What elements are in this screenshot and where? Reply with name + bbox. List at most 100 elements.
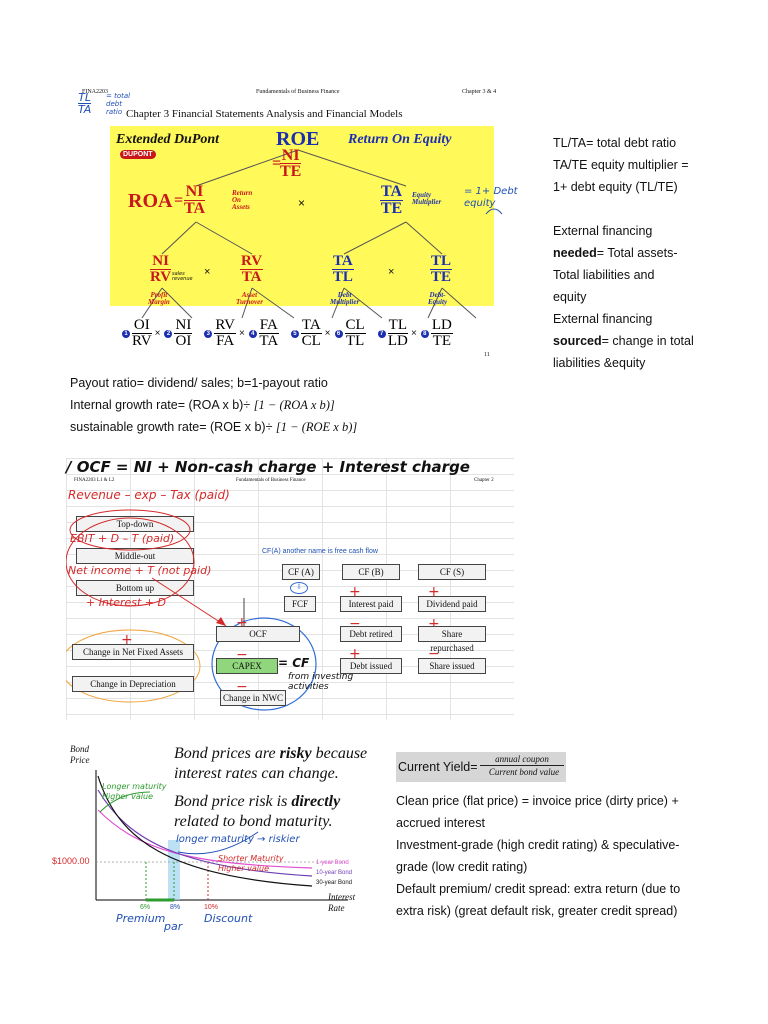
capex-box: CAPEX [216, 658, 278, 674]
svg-text:+: + [428, 584, 440, 600]
hand-equals-cf: = CF [278, 656, 310, 670]
slide-page-number: 11 [484, 352, 490, 358]
hand-premium: Premium [116, 912, 166, 925]
hand-revenue-formula: Revenue – exp – Tax (paid) [68, 488, 230, 502]
share-repurchased-box: Share repurchased [418, 626, 486, 653]
extended-dupont-label: Extended DuPont [116, 132, 220, 147]
change-depreciation-box: Change in Depreciation [72, 676, 194, 692]
bond-headline-1: Bond prices are risky because interest r… [174, 745, 368, 782]
debt-retired-box: Debt retired [340, 626, 402, 642]
times-sign-3: × [388, 266, 395, 278]
hand-one-plus-debt-equity: = 1+ Debt equity [464, 186, 518, 209]
svg-text:+: + [236, 615, 248, 631]
note-total-debt-ratio: TL/TA= total debt ratio [553, 136, 677, 150]
ocf-box: OCF [216, 626, 300, 642]
cfa-box: CF (A) [282, 564, 320, 580]
bond-note-clean-price: Clean price (flat price) = invoice price… [396, 794, 679, 808]
note-ext-fin-2: External financing [553, 312, 653, 326]
legend-30yr: 30-year Bond [316, 880, 353, 886]
bond-price-chart [95, 770, 348, 902]
dupont-highlight [110, 126, 494, 306]
interest-paid-box: Interest paid [340, 596, 402, 612]
ratio-notes: TL/TA= total debt ratio TA/TE equity mul… [553, 132, 763, 374]
hand-discount: Discount [204, 912, 253, 925]
dividend-paid-box: Dividend paid [418, 596, 486, 612]
hand-longer-maturity-riskier: longer maturity → riskier [176, 834, 300, 845]
bottom-up-box: Bottom up [76, 580, 194, 596]
middle-out-box: Middle-out [76, 548, 194, 564]
top-down-box: Top-down [76, 516, 194, 532]
note-ext-fin-liab: liabilities &equity [553, 356, 646, 370]
ocf-slide: / OCF = NI + Non-cash charge + Interest … [66, 458, 514, 720]
note-ext-fin-sourced: sourced= change in total [553, 334, 694, 348]
dupont-tree-lines [141, 149, 503, 319]
slide-course-title: Fundamentals of Business Finance [256, 89, 340, 95]
note-equity-multiplier: TA/TE equity multiplier = [553, 158, 689, 172]
svg-text:+: + [349, 584, 361, 600]
debt-issued-box: Debt issued [340, 658, 402, 674]
roa-label: ROA [128, 190, 173, 212]
return-on-equity-label: Return On Equity [348, 132, 452, 147]
bond-note-speculative: grade (low credit rating) [396, 860, 528, 874]
growth-formulas: Payout ratio= dividend/ sales; b=1-payou… [70, 372, 570, 438]
svg-text:+: + [121, 632, 133, 648]
bond-notes: Clean price (flat price) = invoice price… [396, 790, 762, 922]
times-sign-2: × [204, 266, 211, 278]
bond-note-investment-grade: Investment-grade (high credit rating) & … [396, 838, 680, 852]
debt-equity-label: Debt-Equity [428, 291, 448, 306]
change-nfa-box: Change in Net Fixed Assets [72, 644, 194, 660]
hand-netincome-formula: Net income + T (not paid) [68, 564, 212, 577]
sustainable-growth-line: sustainable growth rate= (ROE x b)÷ [1 −… [70, 420, 358, 434]
legend-1yr: 1-year Bond [316, 860, 349, 866]
dupont-slide: FINA2203 Fundamentals of Business Financ… [66, 86, 542, 362]
ocf-course-code: FINA2203 L1 & L2 [74, 478, 115, 483]
hand-par: par [164, 920, 183, 933]
times-sign: × [298, 196, 306, 210]
current-yield-numerator: annual coupon [480, 754, 564, 766]
ocf-course-title: Fundamentals of Business Finance [236, 478, 306, 483]
change-nwc-box: Change in NWC [220, 690, 286, 706]
hand-down-equal: ⇩ [290, 582, 308, 594]
bond-note-extra-risk: extra risk) (great default risk, greater… [396, 904, 678, 918]
hand-sales-revenue: sales revenue [172, 271, 193, 282]
hand-ocf-formula: / OCF = NI + Non-cash charge + Interest … [66, 458, 470, 476]
svg-text:−: − [349, 616, 361, 632]
note-ext-fin-tl: Total liabilities and [553, 268, 655, 282]
svg-text:+: + [428, 616, 440, 632]
bond-note-default-premium: Default premium/ credit spread: extra re… [396, 882, 681, 896]
rate-6: 6% [140, 904, 151, 911]
ocf-chapter: Chapter 2 [474, 478, 494, 483]
note-spacer [553, 198, 763, 220]
note-ext-fin-needed: needed= Total assets- [553, 246, 678, 260]
svg-text:−: − [236, 679, 248, 695]
svg-text:−: − [236, 647, 248, 663]
current-yield-denominator: Current bond value [488, 767, 560, 777]
slide-course-code: FINA2203 [82, 89, 109, 95]
bond-headline-2: Bond price risk is directly related to b… [174, 793, 341, 830]
svg-text:+: + [349, 646, 361, 662]
hand-ebit-formula: EBIT + D – T (paid) [70, 532, 175, 545]
hand-total-debt-note: = total debt ratio [106, 92, 131, 116]
